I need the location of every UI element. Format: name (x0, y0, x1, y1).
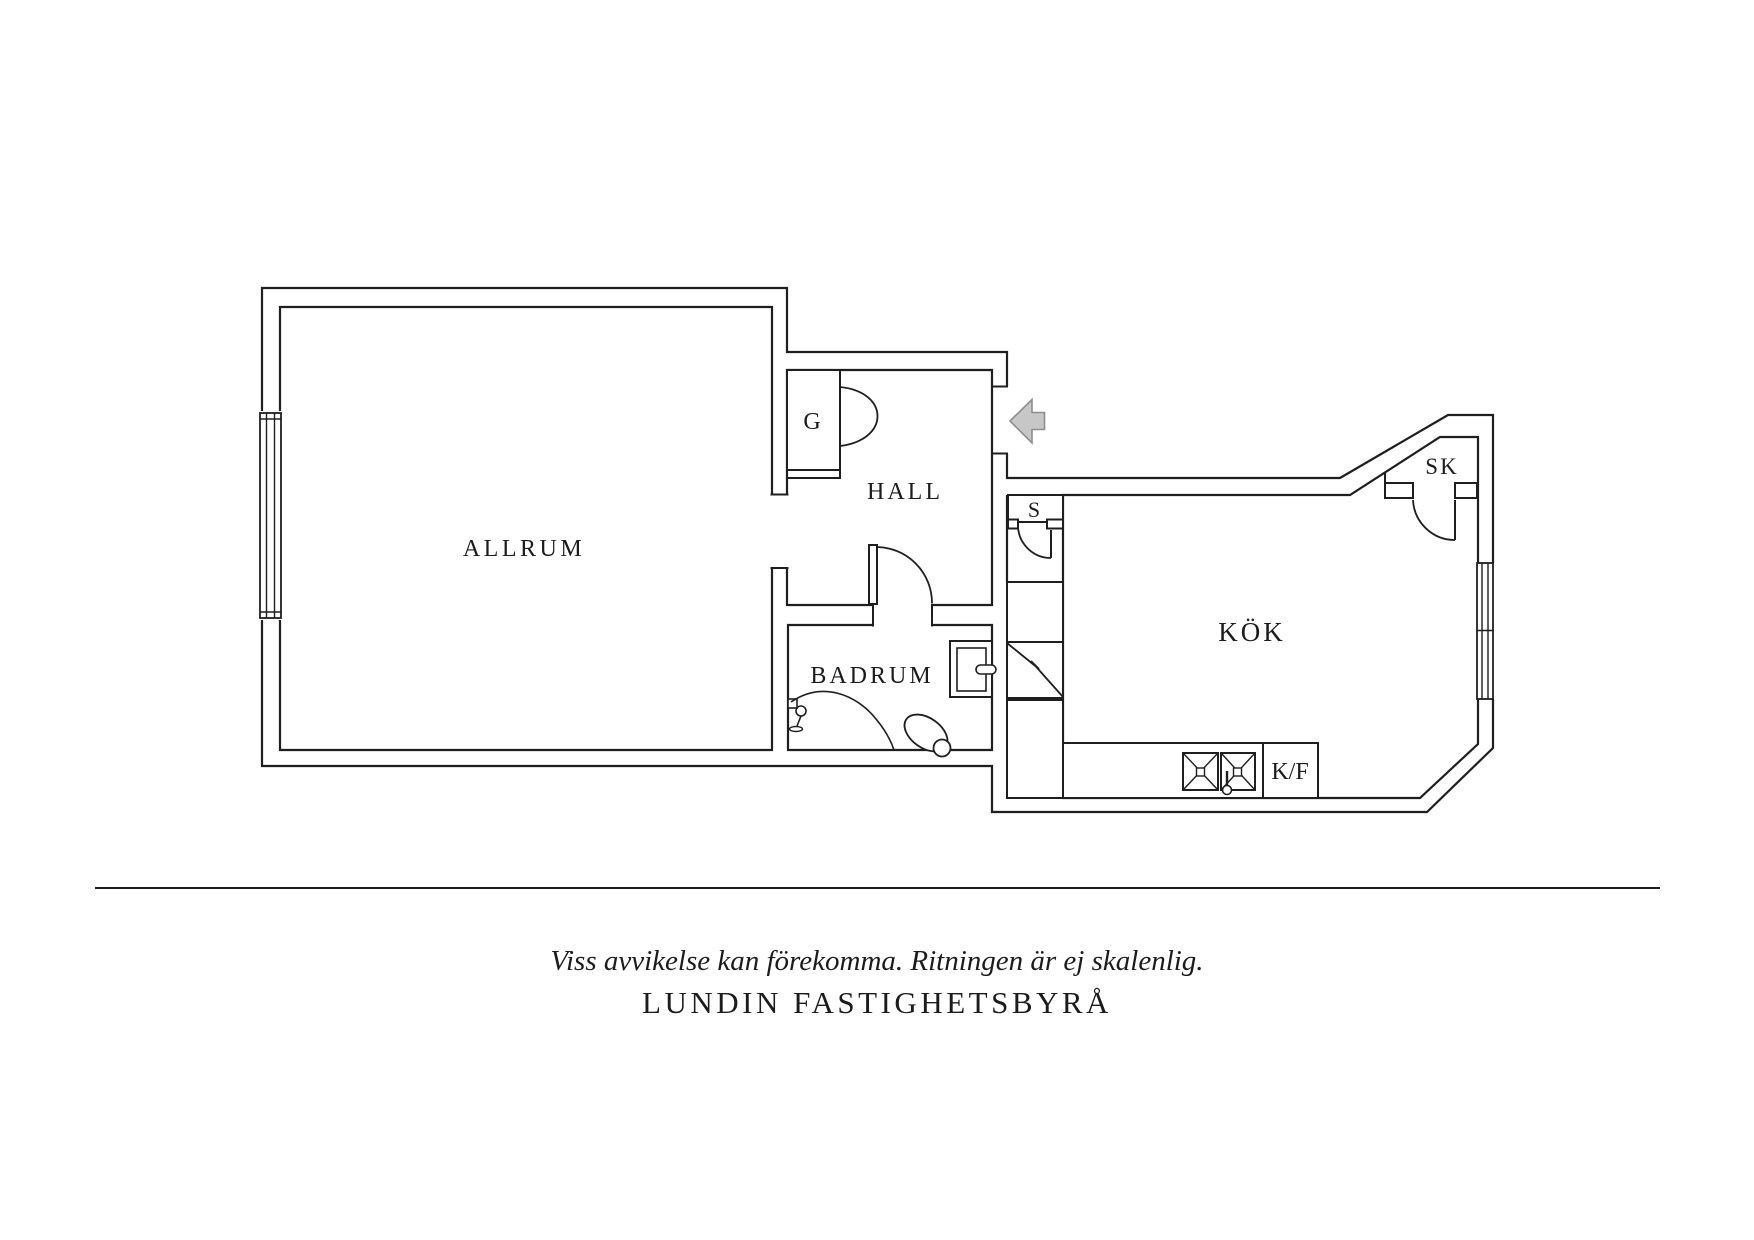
badrum-door-leaf (868, 544, 878, 605)
s-door-arc (1017, 523, 1052, 559)
label-stadskap: S (1028, 497, 1040, 522)
fixtures (787, 640, 1256, 796)
closet-g-base (786, 470, 841, 479)
label-kok: KÖK (1218, 617, 1286, 647)
closet-s (1007, 494, 1064, 523)
closet-g (786, 369, 841, 471)
label-allrum: ALLRUM (463, 536, 585, 562)
badrum-door-arc (876, 546, 933, 604)
label-kyl-frys: K/F (1271, 759, 1308, 785)
toilet-icon (903, 713, 952, 758)
entrance-arrow-icon (1008, 397, 1046, 445)
label-hall: HALL (867, 479, 943, 505)
opening-caps (770, 385, 1008, 627)
g-door-arc (839, 386, 879, 447)
windows (259, 412, 1494, 700)
room-allrum (278, 305, 774, 752)
shaft-icon (1006, 642, 1064, 698)
label-skap: SK (1425, 454, 1458, 479)
fridge-freezer-box (1262, 742, 1319, 799)
room-labels: ALLRUM HALL G S BADRUM KÖK SK K/F (463, 409, 1458, 785)
cabinet-column (1006, 699, 1064, 799)
window-left (259, 412, 282, 619)
brand-text: LUNDIN FASTIGHETSBYRÅ (642, 985, 1112, 1020)
label-badrum: BADRUM (810, 663, 933, 689)
shaft-box-upper (1006, 581, 1064, 643)
label-garderob: G (803, 409, 820, 435)
shower-curtain-arc (790, 690, 895, 751)
kitchen-sink-icon (1182, 752, 1256, 796)
washbasin-icon (949, 640, 997, 698)
doors (839, 386, 1456, 605)
window-right (1476, 562, 1494, 700)
disclaimer-text: Viss avvikelse kan förekomma. Ritningen … (550, 945, 1203, 977)
sk-door-arc (1412, 499, 1456, 541)
shower-icon (787, 698, 807, 733)
